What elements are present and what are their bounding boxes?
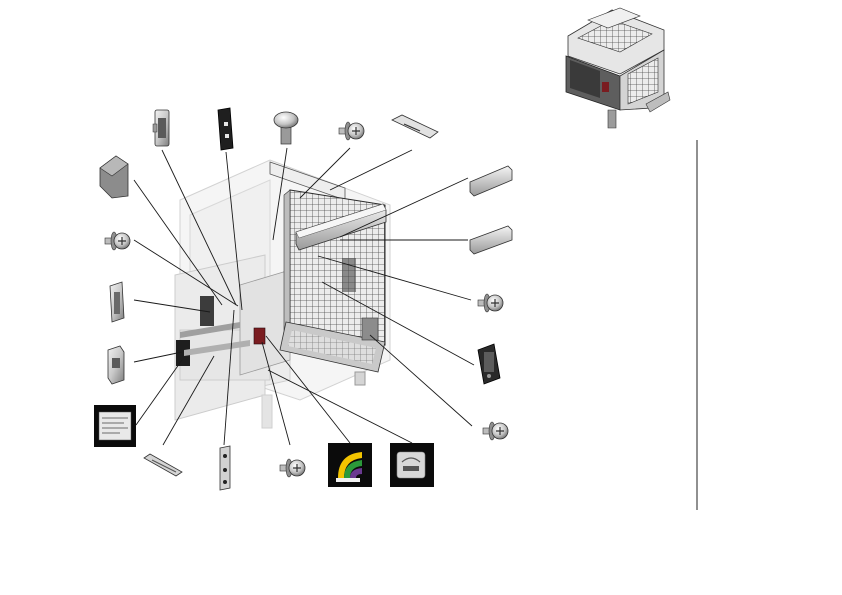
warning-label [94,405,136,447]
rail-upper [469,165,513,197]
certification-label [390,443,434,487]
flange-screw-top [338,121,365,141]
slot-bracket-top [391,114,439,139]
guide-strip [143,453,183,477]
energy-logo-label [328,443,372,487]
leader-lines [133,147,475,446]
rail-lower [469,225,513,255]
side-clip [152,109,170,147]
screw-right-2 [482,421,509,441]
long-bracket [109,281,125,323]
shield-plate [477,343,501,385]
module-rail [295,203,387,251]
center-panel [239,269,291,376]
screw-bottom [279,458,306,478]
hinge-plate [219,445,231,491]
installed-clip [176,296,250,366]
gasket-strip [217,107,234,151]
assembled-preview [565,7,671,129]
screw-right-1 [477,293,504,313]
cable-clip [107,345,125,385]
grid-module [269,161,386,386]
screw-left [104,231,131,251]
gray-cover [99,155,129,199]
rubber-foot [273,111,299,145]
